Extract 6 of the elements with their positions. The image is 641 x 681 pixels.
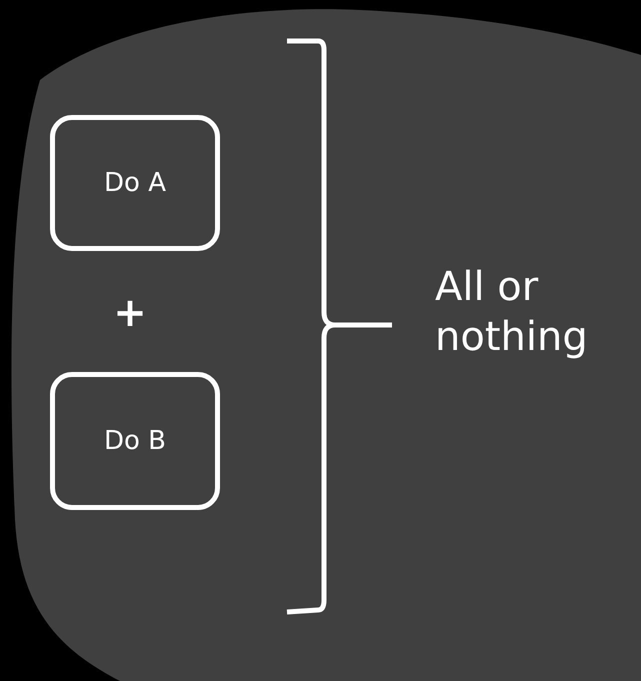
bracket-caption: All or nothing [435, 263, 589, 362]
process-box [50, 115, 220, 251]
plus-sign: + [112, 289, 148, 338]
box-text: Do A [104, 168, 166, 198]
box-text: Do B [104, 426, 166, 456]
process-box [50, 372, 220, 510]
